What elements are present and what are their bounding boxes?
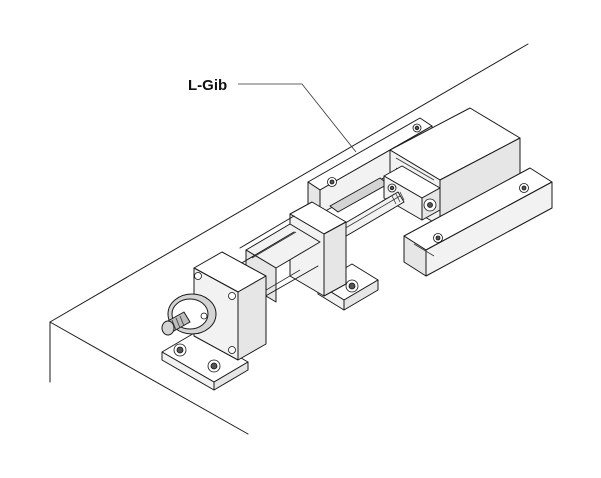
- rod-thread: [391, 191, 405, 205]
- head-bolt-icon: [228, 292, 236, 300]
- base-table: [49, 43, 529, 435]
- head-bolt-icon: [194, 272, 202, 280]
- front-foot-mount: [161, 331, 249, 391]
- front-gib-rail: [403, 167, 553, 277]
- head-bolt-icon: [228, 346, 236, 354]
- gland-screw-icon: [200, 312, 208, 320]
- l-gib-callout: L-Gib: [188, 77, 357, 153]
- l-gib-label: L-Gib: [188, 77, 227, 94]
- rod-thread-front: [161, 311, 191, 336]
